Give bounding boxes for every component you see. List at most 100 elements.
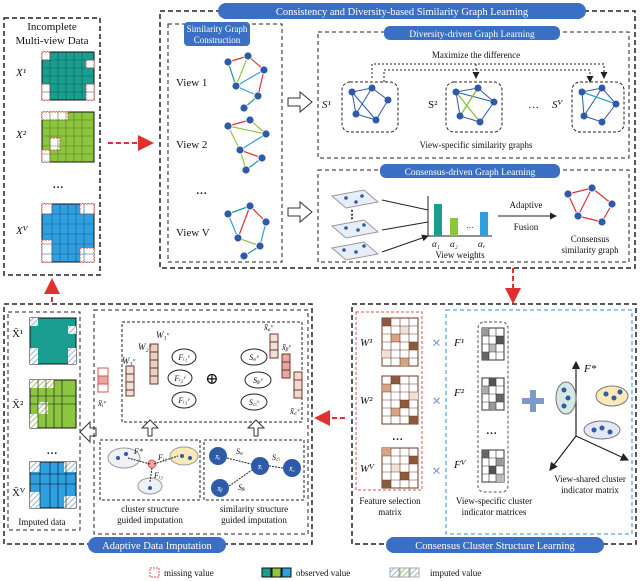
indicator-matrix-fv	[481, 449, 505, 483]
svg-text:×: ×	[432, 393, 441, 410]
graph-learning-banner	[218, 3, 586, 19]
svg-text:x̄ₐ: x̄ₐ	[214, 453, 220, 461]
svg-text:x̄꜀: x̄꜀	[288, 465, 295, 473]
cluster-weight-vectors	[125, 343, 159, 397]
fusion-text: Fusion	[514, 222, 539, 232]
xi-label: x̄ᵢᵛ	[97, 398, 106, 408]
alpha-2: α₂	[450, 239, 458, 249]
imputed-label-2: X̄²	[12, 399, 24, 411]
w-ellipsis: …	[392, 431, 403, 443]
diversity-graph-v	[571, 81, 625, 133]
arrow-up-similarity	[246, 419, 266, 437]
similarity-guided-text-1: similarity structure	[220, 504, 288, 514]
f-i2-label: Fᵢ₂ᵛ	[173, 374, 186, 383]
matrix-x2	[41, 111, 95, 163]
imputation-banner	[88, 537, 226, 553]
imputed-ellipsis: …	[47, 445, 58, 457]
indicator-matrix-f2	[481, 377, 505, 411]
legend: missing value observed value imputed val…	[149, 567, 481, 578]
feature-matrix-wv	[381, 447, 419, 489]
view-label-x1: X¹	[15, 67, 26, 79]
f1-label: F¹	[453, 337, 464, 349]
construction-title-1: Similarity Graph	[187, 24, 248, 34]
cluster-guided-text-2: guided imputation	[117, 515, 183, 525]
legend-imputed-swatch-2	[399, 567, 410, 578]
xb-label: x̄ᵦᵛ	[281, 342, 292, 352]
incomplete-title-1: Incomplete	[27, 21, 77, 33]
w1-label: W₁ᵛ	[156, 330, 170, 340]
fv-label: Fⱽ	[453, 459, 467, 471]
alpha-1: α₁	[432, 239, 440, 249]
shared-indicator-text-2: indicator matrix	[561, 485, 619, 495]
svg-text:F*: F*	[133, 447, 143, 456]
construction-banner	[184, 22, 250, 46]
w1-matrix-label: W¹	[360, 337, 372, 349]
imputed-matrix-v	[29, 461, 77, 509]
consensus-graph-title: Consensus-driven Graph Learning	[405, 168, 536, 178]
matrix-xv	[41, 203, 95, 263]
consensus-graph-text-1: Consensus	[571, 234, 610, 244]
legend-observed-text: observed value	[296, 568, 350, 578]
imputed-matrix-2	[29, 379, 77, 429]
imputed-matrix-1	[29, 317, 77, 365]
maximize-text: Maximize the difference	[432, 50, 520, 60]
wv-matrix-label: Wⱽ	[360, 463, 375, 475]
xa-label: x̄ₐᵛ	[263, 322, 274, 332]
graph-learning-panel: Consistency and Diversity-based Similari…	[159, 3, 636, 269]
s-bi-label: Sᵦᵢᵛ	[253, 376, 264, 385]
graph-sdots-label: …	[528, 99, 539, 111]
svg-text:Fᵢ₁: Fᵢ₁	[157, 453, 167, 462]
consensus-cluster-title: Consensus Cluster Structure Learning	[415, 541, 575, 552]
svg-text:×: ×	[432, 463, 441, 480]
s-ai-label: Sₐᵢᵛ	[249, 353, 260, 362]
f2-label: F²	[453, 387, 465, 399]
view-specific-graphs-text: View-specific similarity graphs	[420, 140, 533, 150]
svg-text:×: ×	[432, 335, 441, 352]
shared-indicator-axes	[549, 360, 630, 471]
f-ellipsis: …	[486, 425, 497, 437]
graph-view-1	[223, 51, 269, 113]
svg-text:x̄ᵢ: x̄ᵢ	[257, 463, 262, 471]
diversity-title: Diversity-driven Graph Learning	[409, 30, 535, 40]
legend-imputed-swatch-3	[409, 567, 420, 578]
graph-learning-title: Consistency and Diversity-based Similari…	[276, 7, 529, 18]
hollow-arrow-imputed	[79, 420, 97, 444]
svg-text:S꜀ᵢ: S꜀ᵢ	[272, 453, 280, 462]
consensus-cluster-panel: Consensus Cluster Structure Learning W¹ …	[351, 303, 637, 553]
w2-label: W₂ᵛ	[138, 342, 152, 352]
neighbor-vectors	[269, 333, 303, 399]
svg-text:Fᵢ₃: Fᵢ₃	[153, 471, 163, 480]
legend-observed-teal	[261, 567, 272, 578]
graph-s1-label: S¹	[322, 99, 331, 111]
svg-text:Sₐᵢ: Sₐᵢ	[236, 447, 244, 456]
graph-view-v	[223, 201, 271, 261]
imputed-data-text: Imputed data	[18, 517, 65, 527]
cluster-f-nodes	[167, 348, 197, 409]
consensus-similarity-graph	[563, 183, 617, 227]
similarity-s-nodes	[240, 348, 272, 411]
view-1-label: View 1	[176, 77, 207, 89]
consensus-graph-text-2: similarity graph	[561, 245, 619, 255]
f-star-label: F*	[583, 363, 597, 375]
view-weight-bars: …	[427, 196, 492, 237]
diversity-graph-1	[341, 81, 399, 133]
feature-matrix-w2	[381, 375, 419, 425]
matrix-x1	[41, 51, 95, 101]
incomplete-data-panel: Incomplete Multi-view Data X¹ X² … Xⱽ	[3, 17, 101, 276]
legend-observed-blue	[281, 567, 292, 578]
indicator-matrix-f1	[481, 327, 505, 361]
xc-label: x̄꜀ᵛ	[289, 406, 300, 416]
incomplete-title-2: Multi-view Data	[15, 35, 88, 47]
legend-imputed-swatch-1	[389, 567, 400, 578]
adaptive-text: Adaptive	[510, 200, 543, 210]
similarity-guided-text-2: guided imputation	[221, 515, 287, 525]
multiply-icons: × × ×	[432, 335, 441, 480]
feature-selection-text-1: Feature selection	[359, 496, 421, 506]
svg-text:x̄ᵦ: x̄ᵦ	[216, 485, 222, 493]
view-label-x2: X²	[15, 129, 27, 141]
arrow-up-cluster	[140, 419, 160, 437]
shared-indicator-text-1: View-shared cluster	[554, 474, 626, 484]
hollow-arrow-consensus	[287, 200, 313, 224]
